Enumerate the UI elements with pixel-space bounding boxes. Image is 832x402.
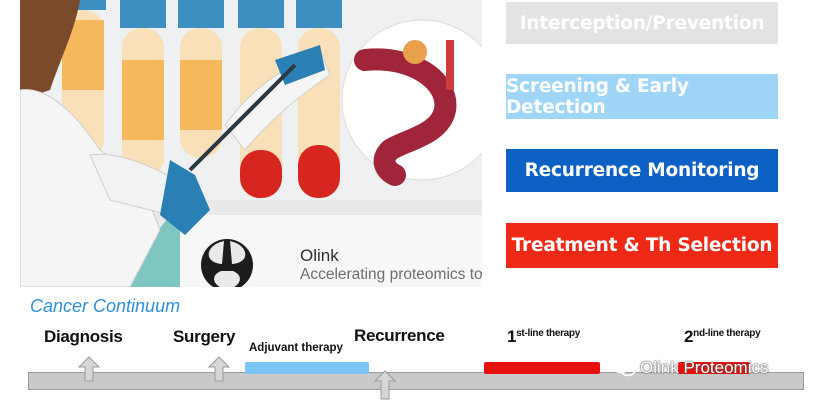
stage-surgery: Surgery (173, 327, 236, 346)
box-recurrence-monitoring: Recurrence Monitoring (506, 149, 778, 192)
first-line-therapy-segment (484, 362, 600, 374)
brand-name: Olink (300, 246, 339, 265)
scientist-test-tubes-illustration (20, 0, 482, 287)
watermark-text: Olink Proteomics (640, 358, 769, 377)
box-screening-early-detection: Screening & Early Detection (506, 74, 778, 119)
second-line-therapy-segment (678, 362, 750, 374)
box-interception-prevention: Interception/Prevention (506, 2, 778, 44)
brand-tagline: Accelerating proteomics to (300, 266, 482, 283)
watermark: Olink Proteomics (612, 358, 768, 378)
lab-illustration: Olink Accelerating proteomics to (20, 0, 482, 287)
second-line-label: nd-line therapy (693, 328, 761, 339)
stage-recurrence: Recurrence (354, 326, 445, 345)
first-line-label: st-line therapy (516, 328, 581, 339)
box-treatment-selection: Treatment & Th Selection (506, 223, 778, 268)
arrow-up-icon (374, 370, 396, 400)
stage-adjuvant-therapy: Adjuvant therapy (249, 342, 343, 354)
stage-diagnosis: Diagnosis (44, 327, 123, 346)
arrow-up-icon (208, 356, 230, 382)
arrow-up-icon (78, 356, 100, 382)
adjuvant-therapy-segment (245, 362, 369, 374)
stage-first-line: 1st-line therapy (507, 327, 580, 347)
second-line-number: 2 (684, 327, 694, 346)
wechat-icon (612, 358, 636, 377)
first-line-number: 1 (507, 327, 517, 346)
cancer-continuum-title: Cancer Continuum (30, 296, 181, 316)
stage-second-line: 2nd-line therapy (684, 327, 761, 347)
